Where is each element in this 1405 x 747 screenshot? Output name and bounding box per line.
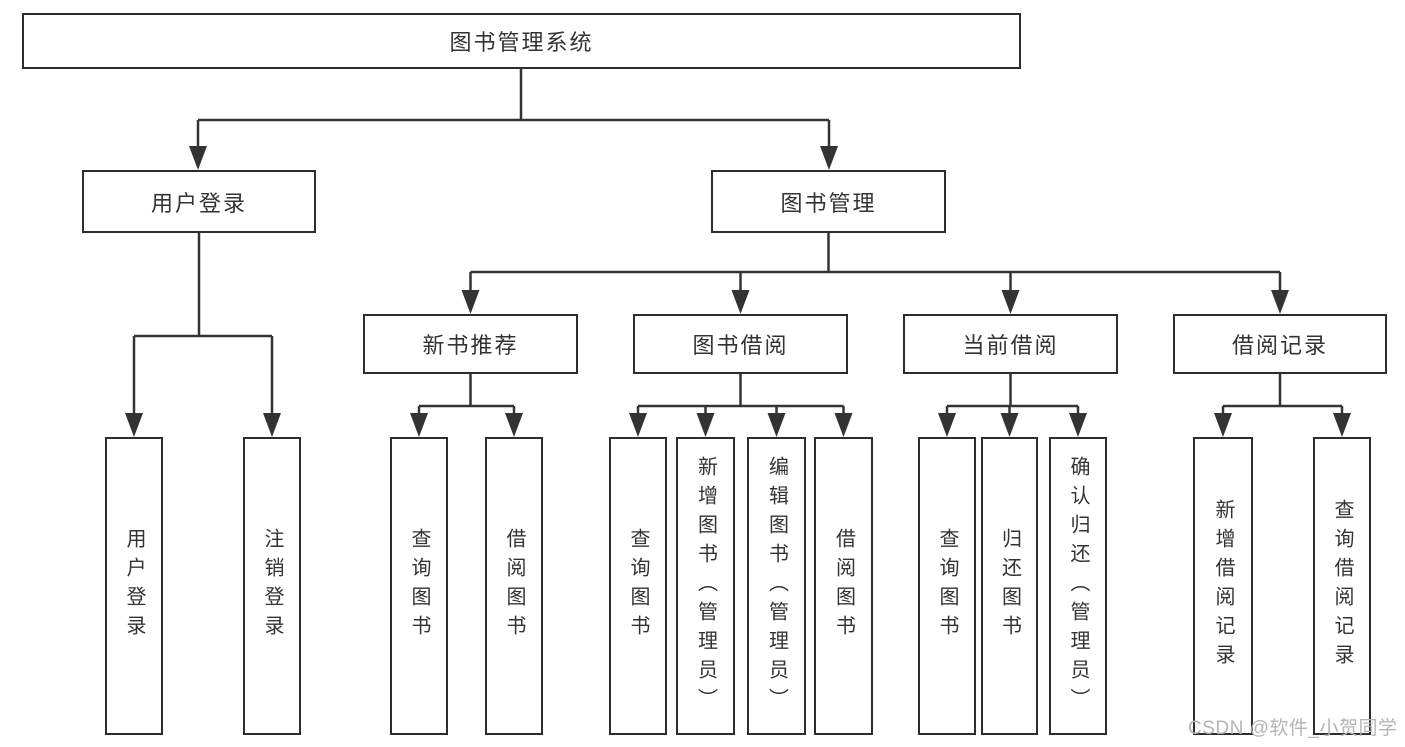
leaf-node-logout: 注销登录 <box>243 437 301 735</box>
diagram-node-new-book-recommend: 新书推荐 <box>363 314 578 374</box>
leaf-node-query-book-3: 查询图书 <box>918 437 976 735</box>
leaf-node-user-login: 用户登录 <box>105 437 163 735</box>
leaf-node-add-book-admin: 新增图书（管理员） <box>676 437 735 735</box>
diagram-node-current-borrow: 当前借阅 <box>903 314 1118 374</box>
diagram-node-book-borrow: 图书借阅 <box>633 314 848 374</box>
leaf-node-edit-book-admin: 编辑图书（管理员） <box>747 437 806 735</box>
diagram-node-book-management: 图书管理 <box>711 170 946 233</box>
leaf-node-confirm-return-admin: 确认归还（管理员） <box>1049 437 1107 735</box>
diagram-node-user-login: 用户登录 <box>82 170 316 233</box>
diagram-node-borrow-records: 借阅记录 <box>1173 314 1387 374</box>
leaf-node-add-borrow-record: 新增借阅记录 <box>1193 437 1253 735</box>
leaf-node-query-book-1: 查询图书 <box>390 437 448 735</box>
diagram-node-root: 图书管理系统 <box>22 13 1021 69</box>
csdn-watermark: CSDN @软件_小贺同学 <box>1188 718 1398 739</box>
leaf-node-return-book: 归还图书 <box>981 437 1038 735</box>
leaf-node-borrow-book-2: 借阅图书 <box>814 437 873 735</box>
leaf-node-borrow-book-1: 借阅图书 <box>485 437 543 735</box>
leaf-node-query-book-2: 查询图书 <box>609 437 667 735</box>
arrowheads <box>125 146 1351 437</box>
leaf-node-query-borrow-record: 查询借阅记录 <box>1313 437 1371 735</box>
